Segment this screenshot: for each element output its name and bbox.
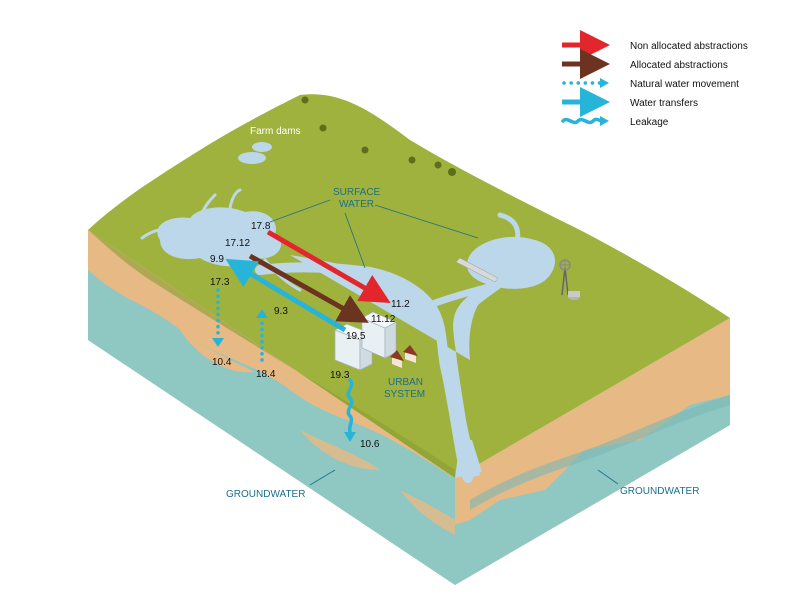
groundwater-right-label: GROUNDWATER: [620, 486, 699, 497]
water-transfer-arrow: [225, 258, 347, 333]
urban-buildings: [334, 311, 418, 371]
value-10-4: 10.4: [212, 357, 232, 368]
waterfall: [455, 440, 482, 478]
left-groundwater-pocket-3: [400, 490, 455, 535]
leakage-head: [344, 432, 356, 442]
value-18-4: 18.4: [256, 369, 276, 380]
windmill-icon: [559, 259, 580, 300]
left-groundwater-layer: [88, 270, 455, 585]
legend: Non allocated abstractions Allocated abs…: [561, 30, 748, 128]
right-groundwater-band: [470, 395, 730, 510]
value-17-12: 17.12: [225, 238, 250, 249]
groundwater-left-label: GROUNDWATER: [226, 489, 305, 500]
trees: [301, 96, 456, 176]
surface-water-label-line2: WATER: [339, 199, 374, 210]
right-groundwater-layer: [455, 395, 730, 585]
value-19-3: 19.3: [330, 370, 350, 381]
farm-dam-2: [238, 152, 266, 164]
leakage-arrow: [346, 378, 354, 434]
legend-natural-label: Natural water movement: [630, 79, 739, 90]
farm-dams-label: Farm dams: [250, 126, 301, 137]
river: [290, 255, 520, 478]
natural-movement-down-head: [212, 338, 224, 347]
left-lake: [157, 207, 282, 267]
legend-transfer-label: Water transfers: [630, 98, 698, 109]
surface-water-pointers: [269, 199, 479, 269]
urban-system-label-line1: URBAN: [388, 377, 423, 388]
left-groundwater-pocket-1: [180, 330, 255, 373]
groundwater-pointers: [309, 469, 619, 486]
legend-natural-head: [600, 78, 609, 88]
allocated-abstraction-arrow: [248, 253, 369, 323]
legend-leakage-swatch: [561, 117, 603, 125]
non-allocated-abstraction-arrow: [266, 229, 391, 304]
value-9-9: 9.9: [210, 254, 224, 265]
natural-movement-up-head: [256, 309, 268, 318]
legend-non-allocated-label: Non allocated abstractions: [630, 41, 748, 52]
legend-leakage-head: [600, 116, 609, 126]
legend-allocated-label: Allocated abstractions: [630, 60, 728, 71]
left-lake-inlets: [140, 188, 302, 292]
value-11-12: 11.12: [371, 314, 396, 325]
land-surface-shade: [88, 230, 455, 478]
value-17-3: 17.3: [210, 277, 230, 288]
legend-leakage-label: Leakage: [630, 117, 669, 128]
farm-dam-1: [252, 142, 272, 152]
left-groundwater-pocket-2: [300, 430, 380, 470]
surface-water-label-line1: SURFACE: [333, 187, 381, 198]
value-19-5: 19.5: [346, 331, 366, 342]
value-11-2: 11.2: [391, 299, 410, 310]
value-9-3: 9.3: [274, 306, 288, 317]
dam-wall: [455, 257, 499, 283]
value-10-6: 10.6: [360, 439, 380, 450]
value-17-8: 17.8: [251, 221, 271, 232]
urban-system-label-line2: SYSTEM: [384, 389, 425, 400]
